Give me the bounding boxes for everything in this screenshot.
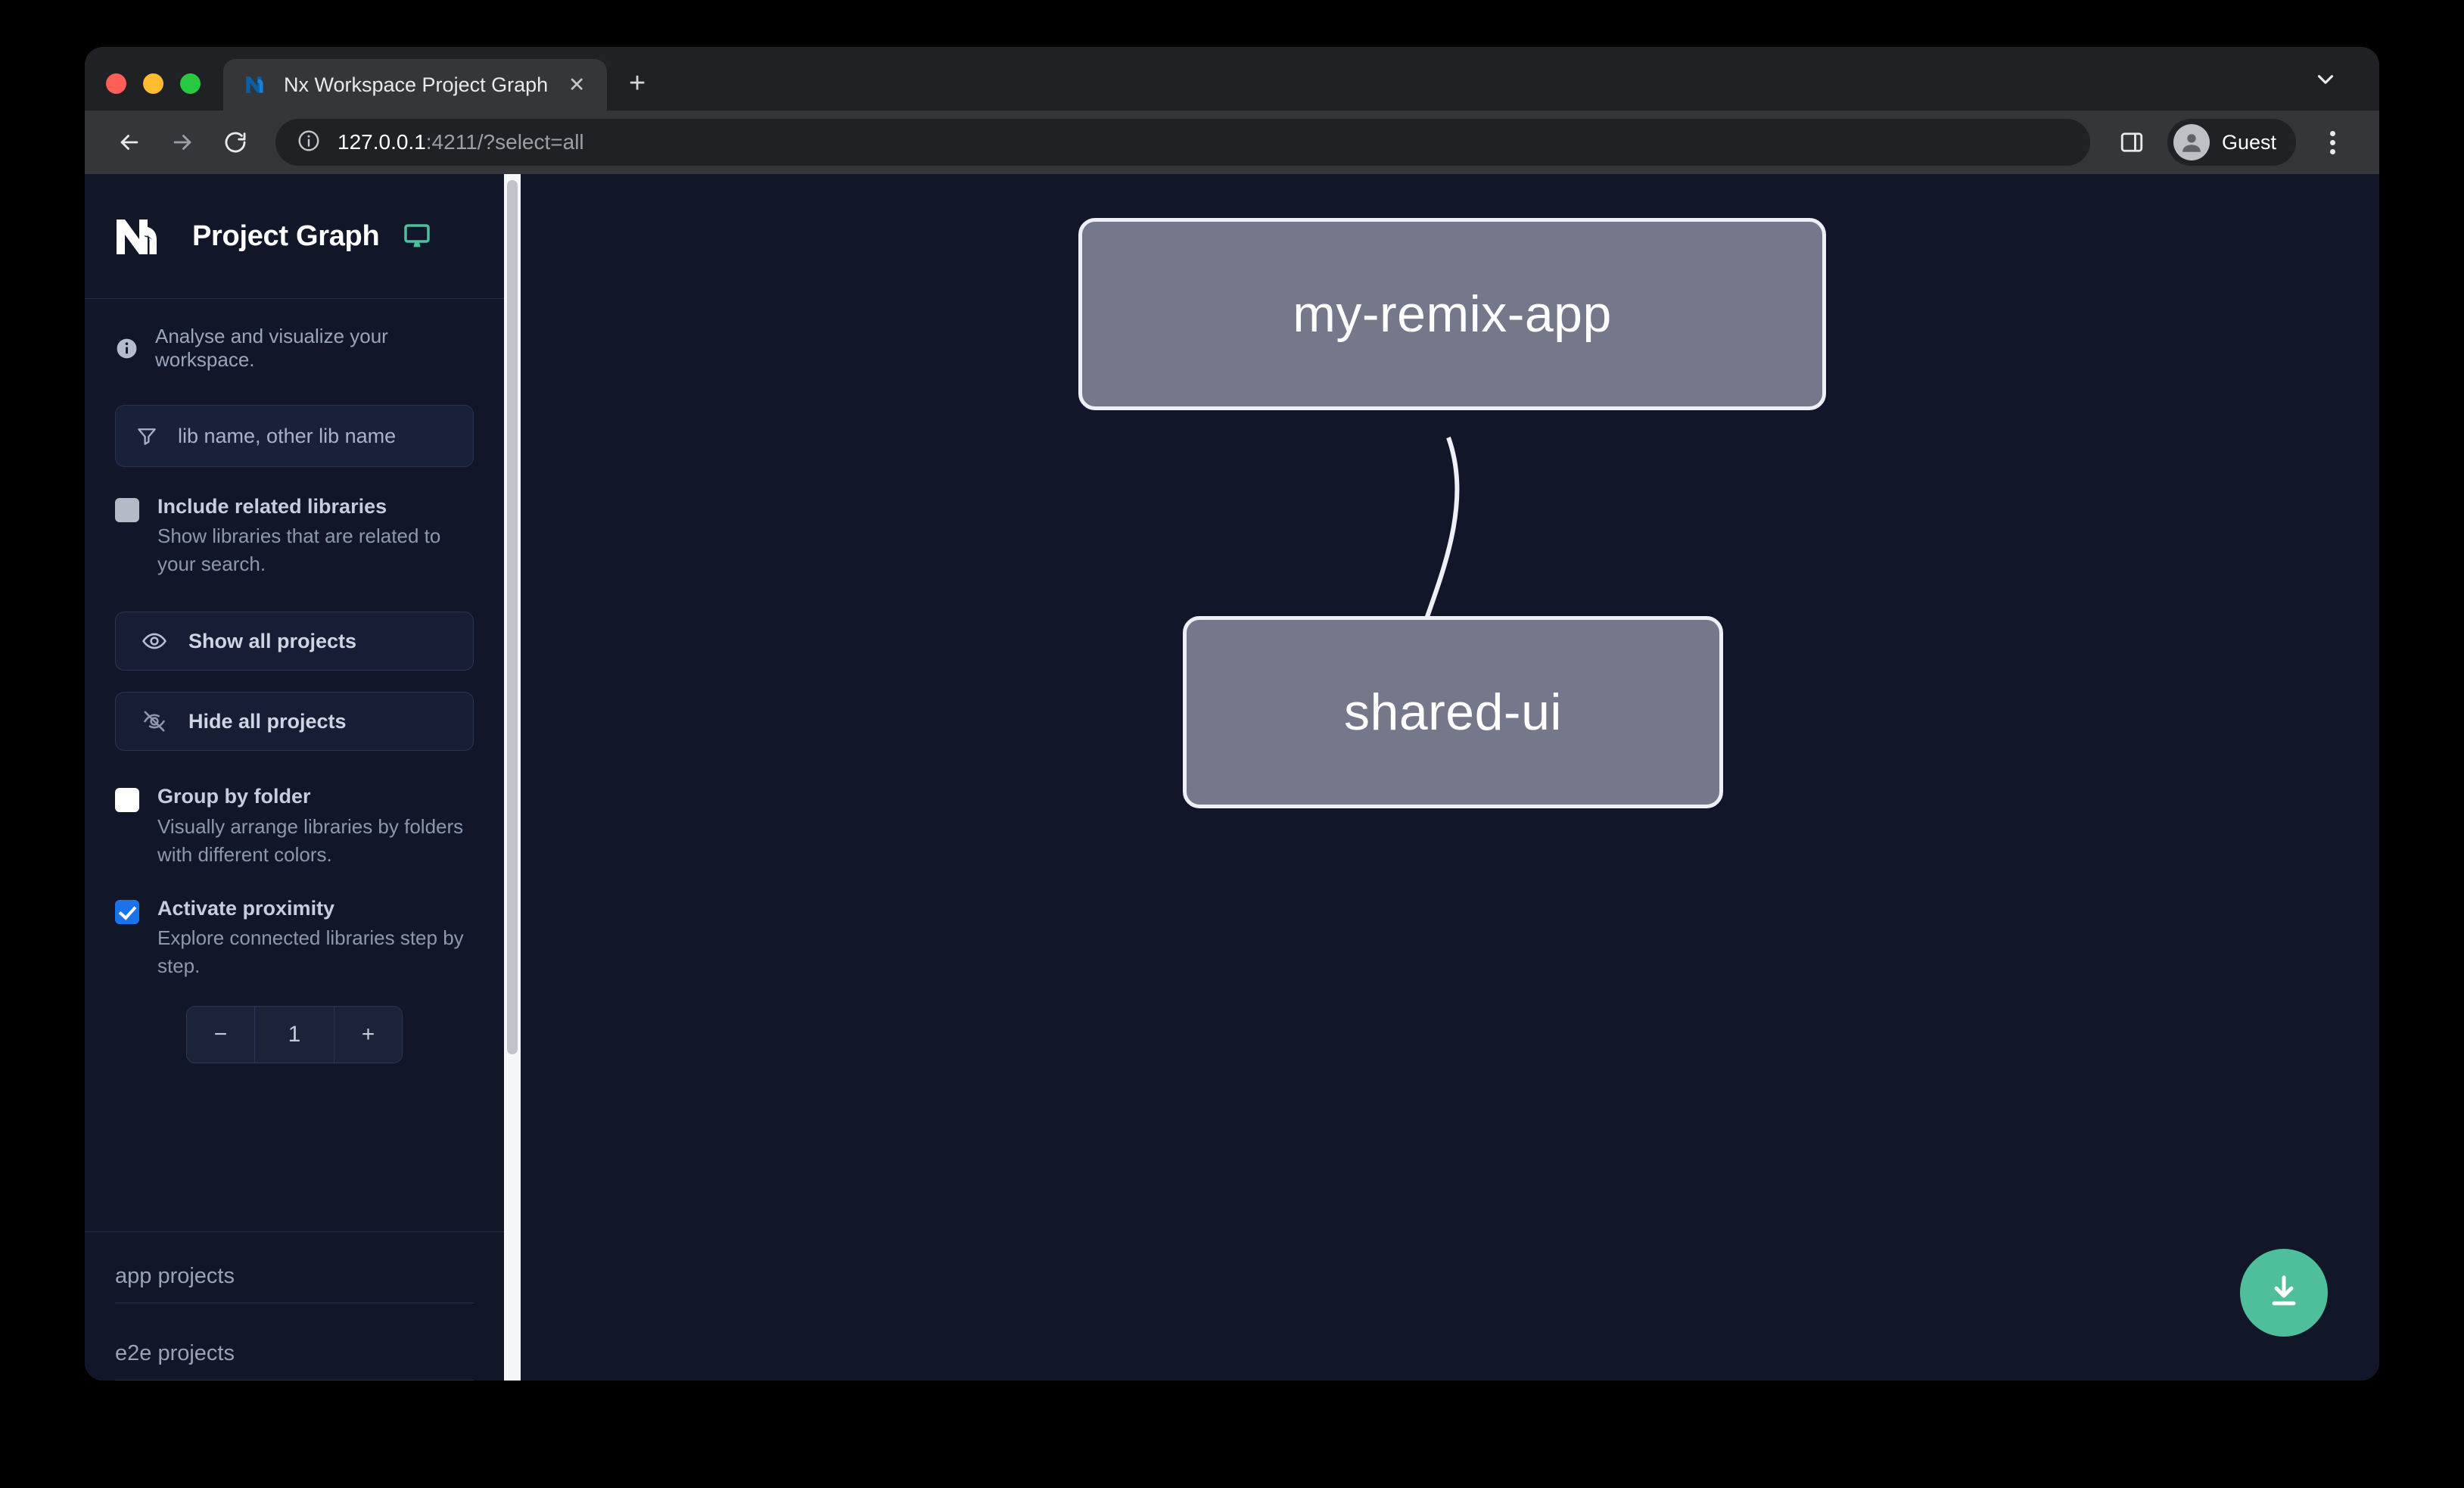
page-content: Project Graph Analyse and visual <box>85 174 2379 1381</box>
url-host: 127.0.0.1 <box>338 130 426 154</box>
new-tab-button[interactable]: + <box>629 67 646 99</box>
section-app-projects[interactable]: app projects <box>115 1232 474 1303</box>
section-e2e-projects[interactable]: e2e projects <box>115 1303 474 1381</box>
forward-button[interactable] <box>159 119 206 166</box>
chevron-down-icon[interactable] <box>2308 62 2343 97</box>
eye-icon <box>142 628 167 654</box>
project-graph-canvas[interactable]: my-remix-app shared-ui <box>521 174 2379 1381</box>
nx-favicon-icon <box>243 72 269 98</box>
sidebar-scrollbar-thumb[interactable] <box>507 180 518 1054</box>
avatar <box>2173 124 2210 160</box>
browser-toolbar: 127.0.0.1:4211/?select=all Guest <box>85 111 2379 174</box>
browser-window: Nx Workspace Project Graph ✕ + <box>85 47 2379 1381</box>
proximity-increment-button[interactable]: + <box>334 1006 402 1063</box>
url-path: :4211/?select=all <box>425 130 584 154</box>
site-info-icon[interactable] <box>297 129 321 157</box>
kebab-dot <box>2329 148 2335 154</box>
sidebar-scrollbar[interactable] <box>504 174 521 1381</box>
download-graph-button[interactable] <box>2240 1249 2328 1337</box>
hide-all-projects-button[interactable]: Hide all projects <box>115 692 474 752</box>
info-icon <box>115 337 138 360</box>
option-description: Visually arrange libraries by folders wi… <box>157 814 464 866</box>
address-bar[interactable]: 127.0.0.1:4211/?select=all <box>275 119 2090 166</box>
sidebar-header: Project Graph <box>85 174 504 299</box>
monitor-icon[interactable] <box>402 221 432 251</box>
browser-tab[interactable]: Nx Workspace Project Graph ✕ <box>223 59 608 111</box>
search-input-wrapper[interactable] <box>115 405 474 467</box>
nx-logo-icon <box>115 216 170 256</box>
option-include-related-libraries[interactable]: Include related libraries Show libraries… <box>115 493 474 578</box>
graph-node-shared-ui[interactable]: shared-ui <box>1183 616 1723 808</box>
show-all-projects-button[interactable]: Show all projects <box>115 612 474 671</box>
proximity-decrement-button[interactable]: − <box>187 1006 255 1063</box>
sidebar-sections: app projects e2e projects <box>85 1231 504 1381</box>
sidebar: Project Graph Analyse and visual <box>85 174 521 1381</box>
download-icon <box>2264 1272 2304 1315</box>
option-description: Show libraries that are related to your … <box>157 525 441 576</box>
sidebar-tagline-text: Analyse and visualize your workspace. <box>155 325 388 371</box>
option-activate-proximity[interactable]: Activate proximity Explore connected lib… <box>115 895 474 980</box>
maximize-window-button[interactable] <box>180 73 201 94</box>
page-title: Project Graph <box>192 219 380 252</box>
option-group-by-folder[interactable]: Group by folder Visually arrange librari… <box>115 783 474 868</box>
graph-node-label: my-remix-app <box>1293 285 1612 343</box>
sidebar-scroll-area: Include related libraries Show libraries… <box>85 388 504 1231</box>
proximity-stepper: − 1 + <box>186 1005 403 1063</box>
side-panel-icon[interactable] <box>2110 120 2154 164</box>
profile-name: Guest <box>2221 130 2276 154</box>
graph-node-label: shared-ui <box>1344 683 1562 741</box>
back-button[interactable] <box>106 119 153 166</box>
include-related-libraries-checkbox[interactable] <box>115 498 139 522</box>
proximity-value: 1 <box>255 1006 334 1063</box>
close-tab-icon[interactable]: ✕ <box>568 73 586 96</box>
minimize-window-button[interactable] <box>143 73 163 94</box>
option-label: Group by folder <box>157 785 311 808</box>
hide-all-projects-label: Hide all projects <box>188 709 347 733</box>
option-label: Include related libraries <box>157 495 387 518</box>
close-window-button[interactable] <box>106 73 126 94</box>
option-description: Explore connected libraries step by step… <box>157 926 464 977</box>
kebab-dot <box>2329 130 2335 136</box>
url-text: 127.0.0.1:4211/?select=all <box>338 130 584 154</box>
option-label: Activate proximity <box>157 896 335 920</box>
sidebar-tagline: Analyse and visualize your workspace. <box>85 299 504 388</box>
profile-chip[interactable]: Guest <box>2167 119 2296 166</box>
tab-strip: Nx Workspace Project Graph ✕ + <box>85 47 2379 111</box>
kebab-dot <box>2329 139 2335 145</box>
group-by-folder-checkbox[interactable] <box>115 788 139 813</box>
show-all-projects-label: Show all projects <box>188 629 357 652</box>
tab-title: Nx Workspace Project Graph <box>284 73 549 96</box>
graph-node-my-remix-app[interactable]: my-remix-app <box>1078 218 1826 410</box>
filter-icon <box>135 425 158 447</box>
browser-menu-icon[interactable] <box>2311 121 2354 163</box>
eye-slash-icon <box>142 708 167 734</box>
window-controls <box>106 73 223 111</box>
search-input[interactable] <box>178 424 453 448</box>
reload-button[interactable] <box>212 119 259 166</box>
activate-proximity-checkbox[interactable] <box>115 899 139 924</box>
